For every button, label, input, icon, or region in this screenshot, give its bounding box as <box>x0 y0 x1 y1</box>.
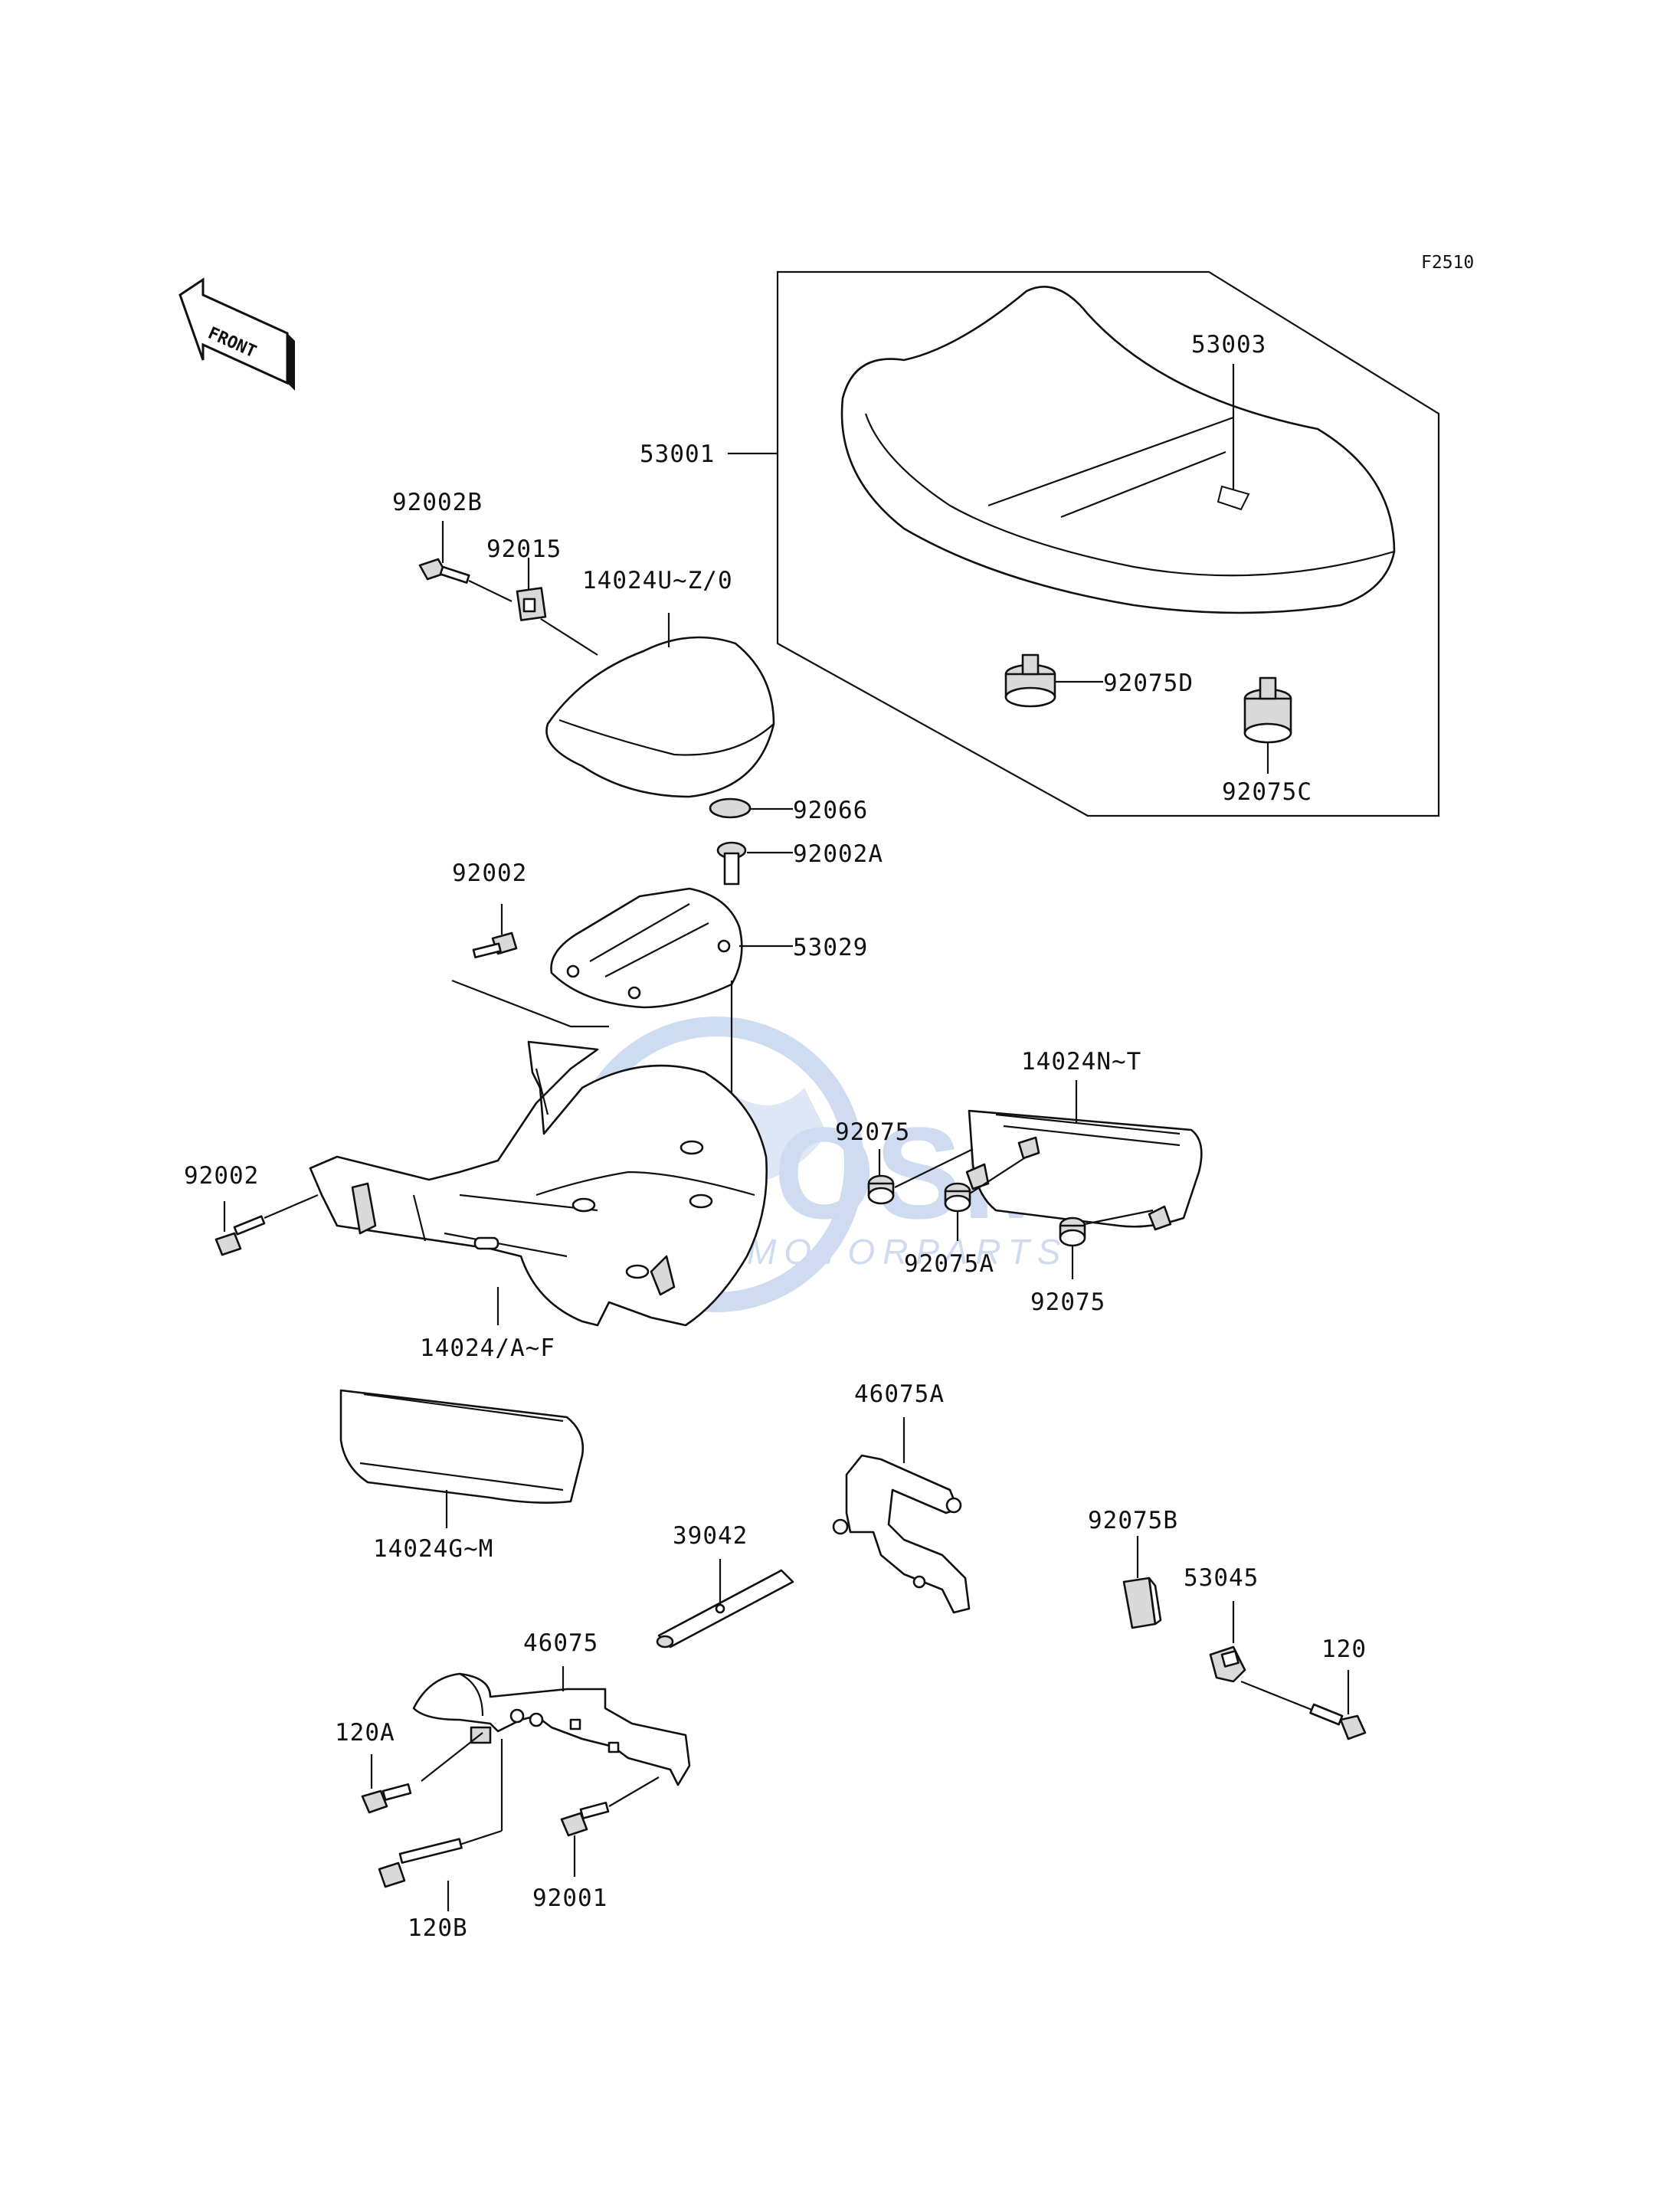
diagram-code: F2510 <box>1421 253 1474 273</box>
plate-53029 <box>550 887 743 1009</box>
label-92075a: 92075A <box>904 1250 994 1278</box>
label-92002b: 92002B <box>392 489 483 516</box>
label-120: 120 <box>1321 1635 1367 1663</box>
rubber-92075b <box>1122 1577 1162 1629</box>
label-14024af: 14024/A~F <box>420 1334 555 1362</box>
grommet-92075-b <box>1059 1216 1086 1247</box>
label-46075a: 46075A <box>854 1380 945 1408</box>
clip-53045 <box>1209 1645 1246 1683</box>
label-92002-left: 92002 <box>184 1162 259 1190</box>
label-53001: 53001 <box>640 440 715 468</box>
watermark-subtitle: MOTORPARTS <box>747 1232 1068 1272</box>
label-14024gm: 14024G~M <box>373 1535 493 1563</box>
bolt-120b <box>378 1838 463 1888</box>
bolt-92001 <box>560 1801 610 1837</box>
label-92075b: 92075B <box>1088 1507 1178 1534</box>
label-92001: 92001 <box>532 1884 607 1912</box>
label-92002a: 92002A <box>793 840 883 868</box>
side-trim-left <box>339 1389 585 1504</box>
seat-group-outline <box>776 270 1440 817</box>
side-cover-right <box>965 1109 1203 1231</box>
cap-92066 <box>709 797 752 819</box>
main-seat <box>840 285 1396 614</box>
label-92075d: 92075D <box>1103 670 1194 697</box>
bolt-120 <box>1309 1703 1367 1740</box>
rear-seat-cowl <box>545 636 775 798</box>
bolt-92002b <box>418 558 470 584</box>
screw-92002a <box>716 841 747 886</box>
label-53003: 53003 <box>1191 331 1266 359</box>
damper-92075d <box>1004 653 1056 708</box>
grommet-92075a <box>944 1182 971 1213</box>
grommet-92075-a <box>867 1174 895 1205</box>
label-120a: 120A <box>335 1719 395 1747</box>
label-92066: 92066 <box>793 797 868 824</box>
label-92075-b: 92075 <box>1030 1288 1105 1316</box>
bolt-92002-top <box>472 932 518 959</box>
label-92075-a: 92075 <box>835 1118 910 1146</box>
label-92075c: 92075C <box>1222 778 1312 806</box>
bolt-120a <box>361 1783 412 1814</box>
front-arrow-icon: FRONT <box>178 277 295 391</box>
label-92015: 92015 <box>486 535 562 563</box>
label-120b: 120B <box>408 1914 468 1942</box>
rod-39042 <box>656 1569 794 1649</box>
label-53029: 53029 <box>793 934 868 961</box>
label-14024uz0: 14024U~Z/0 <box>582 567 733 594</box>
label-92002-top: 92002 <box>452 859 527 887</box>
label-39042: 39042 <box>673 1522 748 1550</box>
clip-92015 <box>516 587 547 621</box>
damper-92075c <box>1243 676 1292 744</box>
bracket-46075a <box>832 1454 971 1614</box>
bracket-46075 <box>412 1672 691 1786</box>
rear-seat-cover <box>309 1040 768 1327</box>
bolt-92002-left <box>215 1215 266 1256</box>
label-53045: 53045 <box>1184 1564 1259 1592</box>
label-46075: 46075 <box>523 1629 598 1657</box>
label-14024nt: 14024N~T <box>1021 1048 1141 1076</box>
